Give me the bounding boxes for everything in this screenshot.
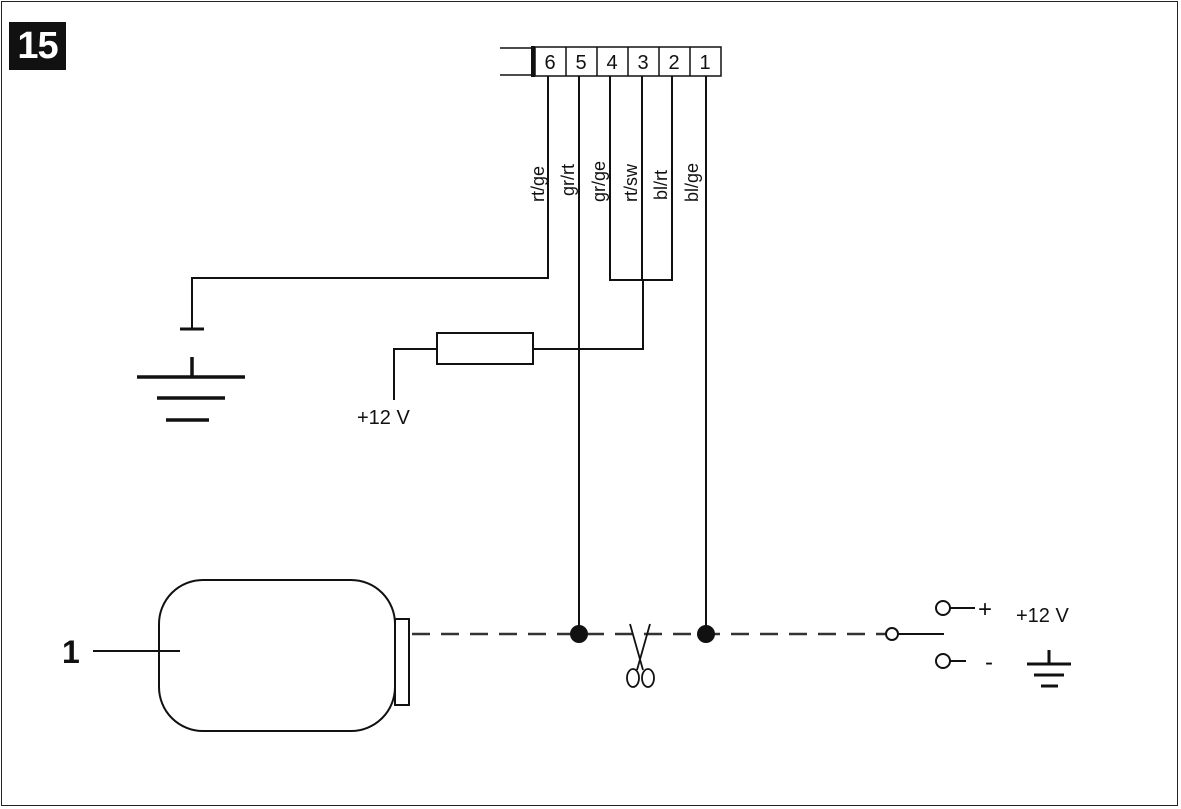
terminal-circle-icon <box>935 600 951 616</box>
pin-label: 4 <box>606 52 617 74</box>
pin-label: 6 <box>544 52 555 74</box>
wire-label: rt/ge <box>528 166 548 202</box>
component-callout: 1 <box>62 634 80 670</box>
wire-pin3-fuse <box>393 280 644 400</box>
terminal-plus-label: + <box>978 596 992 623</box>
wire-label: gr/ge <box>589 161 609 202</box>
ground-symbol-icon <box>1027 650 1071 688</box>
pin-label: 1 <box>699 52 710 74</box>
wire-label: rt/sw <box>621 163 641 202</box>
pin-label: 3 <box>637 52 648 74</box>
ground-symbol-icon <box>137 357 245 422</box>
pin-label: 2 <box>668 52 679 74</box>
wire-label: bl/rt <box>651 170 671 200</box>
component-unit <box>158 579 410 732</box>
wire-pin6-ground <box>180 76 549 331</box>
switch-terminal <box>885 600 975 669</box>
scissors-icon <box>626 623 655 688</box>
figure-number-badge: 15 <box>9 22 66 70</box>
junction-dot-icon <box>697 625 715 643</box>
wire-pin4-pin2-loop <box>609 76 673 281</box>
fuse-supply-label: +12 V <box>357 407 410 429</box>
wire-label: bl/ge <box>682 163 702 202</box>
connector-block: 6 5 4 3 2 1 <box>500 46 722 77</box>
junction-dot-icon <box>570 625 588 643</box>
terminal-minus-label: - <box>985 649 993 676</box>
terminal-circle-icon <box>935 653 951 669</box>
wire-labels: rt/ge gr/rt gr/ge rt/sw bl/rt bl/ge <box>528 161 702 202</box>
battery-supply-label: +12 V <box>1016 605 1069 627</box>
fuse-icon <box>436 332 534 365</box>
wire-label: gr/rt <box>558 164 578 196</box>
pin-label: 5 <box>575 52 586 74</box>
